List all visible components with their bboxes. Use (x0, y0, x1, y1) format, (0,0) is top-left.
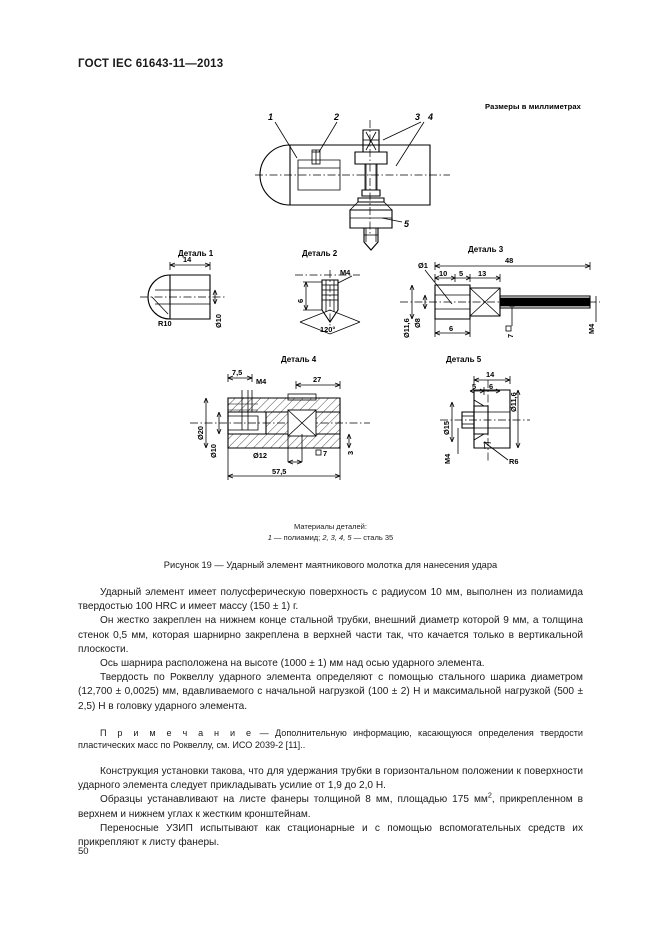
detail-2-angle: 120° (320, 325, 335, 334)
detail-5-dia-116: Ø11,6 (509, 392, 518, 412)
detail-4-thread: M4 (256, 377, 267, 386)
detail-2-title: Деталь 2 (302, 249, 338, 258)
detail-3-dia-8: Ø8 (413, 318, 422, 328)
detail-1-diameter: Ø10 (214, 314, 223, 328)
materials-list: 1 — полиамид; 2, 3, 4, 5 — сталь 35 (267, 532, 394, 542)
detail-5-dim-6: 6 (489, 382, 493, 391)
detail-5-dim-14: 14 (486, 370, 495, 379)
detail-2-thread: M4 (340, 268, 351, 277)
detail-3-dia-1: Ø1 (418, 261, 428, 270)
callout-4: 4 (427, 112, 433, 122)
detail-4-title: Деталь 4 (281, 355, 317, 364)
note-paragraph: П р и м е ч а н и е — Дополнительную инф… (78, 727, 583, 752)
note-label: П р и м е ч а н и е (100, 727, 254, 738)
detail-5-title: Деталь 5 (446, 355, 482, 364)
detail-3: Деталь 3 Ø1 (400, 245, 600, 338)
dimensions-note: Размеры в миллиметрах (485, 102, 581, 111)
technical-drawing: 1 2 3 4 5 Деталь 1 (140, 112, 600, 480)
callout-2: 2 (333, 112, 339, 122)
materials-title: Материалы деталей: (294, 522, 367, 531)
paragraph-2: Он жестко закреплен на нижнем конце стал… (78, 615, 583, 655)
paragraph-6-post: , прикрепленном в верхнем и нижнем углах… (78, 794, 583, 820)
paragraph-7: Переносные УЗИП испытывают как стационар… (78, 822, 583, 849)
detail-4-dim-27: 27 (313, 375, 321, 384)
detail-3-title: Деталь 3 (468, 245, 504, 254)
page-number: 50 (78, 846, 89, 857)
detail-4-dia-10: Ø10 (209, 444, 218, 458)
detail-4-dim-3: 3 (346, 451, 355, 455)
paragraph-1: Ударный элемент имеет полусферическую по… (78, 587, 583, 613)
figure-19: Размеры в миллиметрах (0, 90, 661, 570)
detail-1-title: Деталь 1 (178, 249, 214, 258)
detail-3-total: 48 (505, 256, 513, 265)
detail-3-dim-6: 6 (449, 324, 453, 333)
body-text: Ударный элемент имеет полусферическую по… (78, 586, 583, 850)
detail-3-thread: M4 (587, 323, 596, 334)
detail-5-thread: M4 (443, 453, 452, 464)
detail-4-dim-75: 7,5 (232, 368, 242, 377)
paragraph-6-pre: Образцы устанавливают на листе фанеры то… (100, 794, 488, 806)
note-text: — Дополнительную информацию, касающуюся … (78, 727, 583, 751)
detail-5: Деталь 5 (440, 355, 530, 466)
detail-4: Деталь 4 (190, 355, 370, 480)
paragraph-5: Конструкция установки такова, что для уд… (78, 766, 583, 792)
paragraph-6-superscript: 2 (487, 791, 492, 801)
detail-4-total: 57,5 (272, 467, 286, 476)
callout-5: 5 (404, 219, 410, 229)
paragraph-6: Образцы устанавливают на листе фанеры то… (78, 791, 583, 821)
paragraph-3: Ось шарнира расположена на высоте (1000 … (100, 658, 485, 670)
detail-5-radius: R6 (509, 457, 518, 466)
detail-1: Деталь 1 R10 (140, 249, 225, 328)
detail-3-dim-13: 13 (478, 269, 486, 278)
detail-3-dim-10: 10 (439, 269, 447, 278)
document-header: ГОСТ IEC 61643-11—2013 (78, 58, 224, 70)
detail-4-dia-20: Ø20 (196, 426, 205, 440)
detail-3-dim-5: 5 (459, 269, 463, 278)
detail-1-radius: R10 (158, 319, 172, 328)
callout-1: 1 (268, 112, 273, 122)
detail-5-dia-15: Ø15 (442, 421, 451, 435)
figure-caption: Рисунок 19 — Ударный элемент маятниковог… (163, 560, 498, 570)
callout-3: 3 (415, 112, 420, 122)
detail-5-dim-5: 5 (472, 382, 476, 391)
detail-2-height: 6 (296, 299, 305, 303)
detail-3-square: 7 (506, 334, 515, 338)
assembly-drawing: 1 2 3 4 5 (255, 112, 450, 251)
detail-4-dia-12: Ø12 (253, 451, 267, 460)
detail-2: Деталь 2 M4 (295, 249, 361, 335)
paragraph-4: Твердость по Роквеллу ударного элемента … (78, 672, 583, 712)
detail-1-width: 14 (183, 255, 192, 264)
materials-note: Материалы деталей: 1 — полиамид; 2, 3, 4… (0, 522, 661, 544)
detail-4-square: 7 (323, 449, 327, 458)
detail-3-dia-116: Ø11,6 (402, 318, 411, 338)
